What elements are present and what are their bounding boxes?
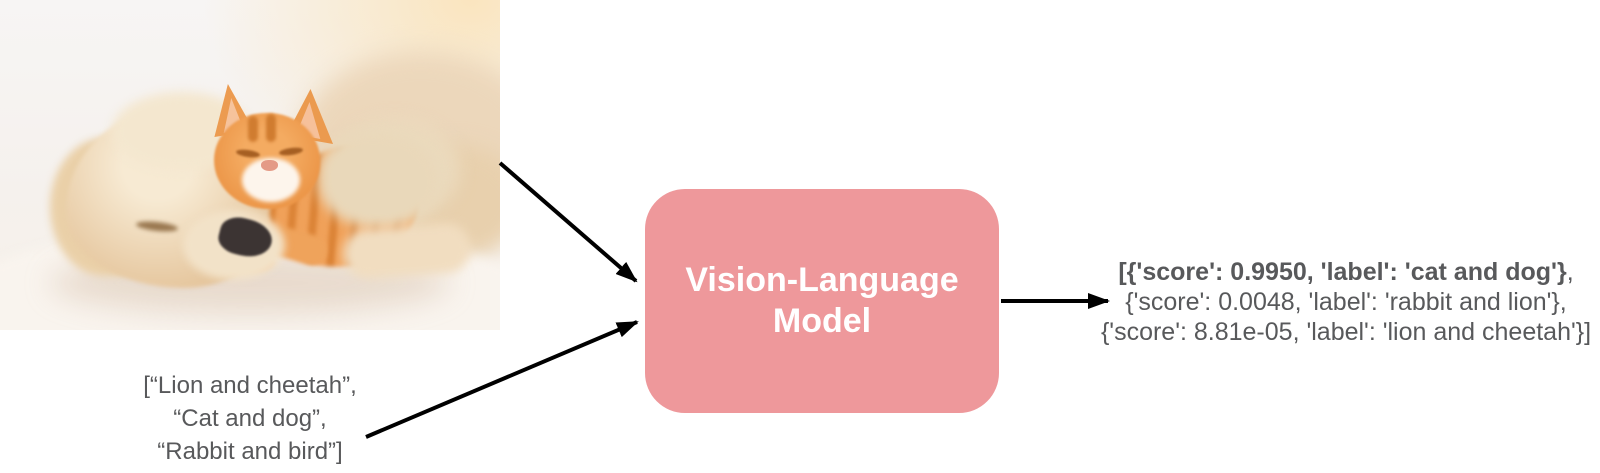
arrow-text-to-model: [365, 320, 639, 439]
candidate-labels-line-2: “Cat and dog”,: [173, 405, 327, 432]
kitten-stripe-shape: [248, 116, 258, 142]
blanket-front-shape: [318, 132, 440, 228]
arrow-image-to-model: [498, 161, 638, 283]
output-line-1: [{'score': 0.9950, 'label': 'cat and dog…: [1098, 257, 1594, 287]
output-line-1-bold: [{'score': 0.9950, 'label': 'cat and dog…: [1118, 258, 1567, 286]
kitten-stripe-shape: [266, 114, 276, 142]
output-line-1-rest: ,: [1566, 258, 1574, 286]
input-image: [0, 0, 500, 330]
candidate-labels-line-1: [“Lion and cheetah”,: [143, 372, 357, 399]
output-line-3: {'score': 8.81e-05, 'label': 'lion and c…: [1100, 318, 1592, 346]
model-box: Vision-Language Model: [645, 189, 999, 413]
candidate-labels-line-3: “Rabbit and bird”]: [157, 438, 343, 465]
model-label: Vision-Language Model: [685, 261, 959, 340]
kitten-nose-shape: [261, 160, 278, 171]
output-text: [{'score': 0.9950, 'label': 'cat and dog…: [1098, 257, 1594, 347]
candidate-labels-text: [“Lion and cheetah”, “Cat and dog”, “Rab…: [95, 369, 405, 468]
output-line-2: {'score': 0.0048, 'label': 'rabbit and l…: [1125, 288, 1567, 316]
